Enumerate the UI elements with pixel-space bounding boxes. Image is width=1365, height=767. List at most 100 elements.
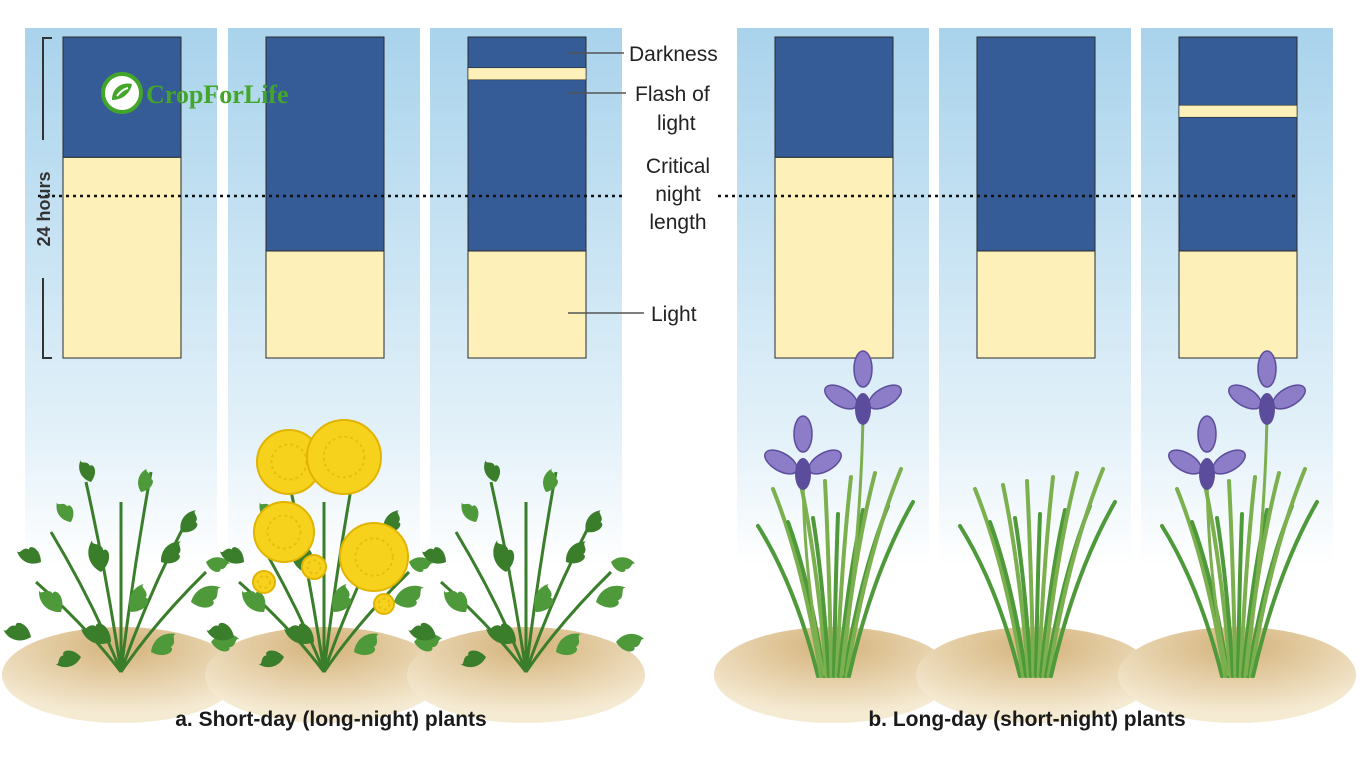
leaf	[79, 460, 96, 482]
stem	[119, 471, 153, 673]
iris-blade	[844, 467, 903, 678]
label-leaders	[568, 52, 644, 314]
iris-blade	[1041, 471, 1079, 678]
leaf	[611, 557, 636, 573]
stem	[322, 471, 356, 673]
leaf	[55, 650, 81, 668]
iris-flowering	[756, 350, 915, 678]
critical-label-line2: night	[655, 183, 701, 206]
timeline-bars	[62, 36, 1298, 359]
darkness-label: Darkness	[629, 43, 718, 66]
leaf	[534, 583, 554, 612]
iris-blade	[837, 508, 865, 678]
stem	[524, 471, 558, 673]
iris-fall-petal	[1259, 393, 1275, 425]
leaf	[461, 502, 479, 522]
iris-petal	[793, 415, 813, 453]
leaf	[484, 460, 501, 482]
iris-blade	[988, 520, 1028, 678]
leaf	[219, 547, 244, 564]
iris-blade	[1036, 475, 1055, 678]
iris-blade	[1025, 479, 1036, 678]
plants	[3, 350, 1319, 678]
iris-vegetative	[958, 467, 1117, 678]
leaf	[493, 540, 515, 572]
soil-patch	[406, 627, 646, 723]
darkness-segment	[976, 36, 1096, 252]
chrysanthemum-flower	[301, 554, 327, 580]
iris-blade	[811, 516, 831, 678]
leaf	[180, 510, 198, 533]
chrysanthemum-flower	[339, 522, 409, 592]
iris-blade	[1227, 479, 1238, 678]
critical-label-line3: length	[649, 211, 706, 234]
chrysanthemum-flower	[252, 570, 276, 594]
iris-stem	[1205, 465, 1230, 677]
iris-stem	[1244, 400, 1269, 677]
darkness-segment	[774, 36, 894, 158]
caption-short-day: a. Short-day (long-night) plants	[175, 708, 486, 731]
chrysanthemum-flower	[306, 419, 382, 495]
stem	[524, 570, 613, 673]
iris-blade	[1251, 500, 1319, 678]
stem	[454, 531, 528, 673]
leaf	[421, 547, 446, 564]
iris-blade	[756, 524, 820, 678]
iris-blade	[1160, 524, 1224, 678]
iris-blade	[1046, 467, 1105, 678]
light-segment	[1178, 250, 1298, 359]
iris-blade	[834, 475, 853, 678]
iris-blade	[1241, 508, 1269, 678]
soil-patch	[204, 627, 444, 723]
iris-blade	[973, 487, 1025, 678]
iris-stem	[840, 400, 865, 677]
iris-stem	[801, 465, 826, 677]
flash-label-line1: Flash of	[635, 83, 710, 106]
iris-blade	[1049, 500, 1117, 678]
leaf	[80, 623, 111, 645]
leaf	[3, 622, 31, 641]
leaf	[409, 557, 434, 573]
iris-blade	[1175, 487, 1227, 678]
light-segment	[774, 156, 894, 359]
leaf	[585, 510, 603, 533]
stem	[524, 521, 593, 673]
leaf	[258, 650, 284, 668]
iris-blade	[1013, 516, 1033, 678]
stem	[49, 531, 123, 673]
soil-patch	[1, 627, 241, 723]
iris-fall-petal	[1199, 458, 1215, 490]
leaf	[191, 585, 221, 608]
leaf	[556, 633, 582, 656]
critical-label-line1: Critical	[646, 155, 710, 178]
light-label: Light	[651, 303, 697, 326]
stem	[84, 481, 123, 673]
darkness-segment	[1178, 36, 1298, 252]
iris-petal	[853, 350, 873, 388]
light-segment	[265, 250, 385, 359]
stem	[322, 570, 411, 673]
flash-of-light-segment	[467, 67, 587, 81]
iris-blade	[1236, 512, 1244, 678]
leaf	[332, 583, 352, 612]
leaf	[283, 623, 314, 645]
leaf	[543, 468, 558, 492]
leaf	[56, 502, 74, 522]
stem	[119, 521, 188, 673]
leaf	[88, 540, 110, 572]
darkness-segment	[265, 36, 385, 252]
leaf	[242, 590, 266, 613]
iris-blade	[771, 487, 823, 678]
leaf	[138, 468, 153, 492]
chrysanthemum-vegetative	[3, 460, 240, 673]
chrysanthemum-flower	[253, 501, 315, 563]
stem	[489, 481, 528, 673]
leaf	[151, 633, 177, 656]
leaf	[616, 633, 645, 652]
leaf	[160, 541, 182, 564]
iris-petal	[1257, 350, 1277, 388]
iris-blade	[958, 524, 1022, 678]
leaf	[16, 547, 41, 564]
iris-blade	[832, 512, 840, 678]
